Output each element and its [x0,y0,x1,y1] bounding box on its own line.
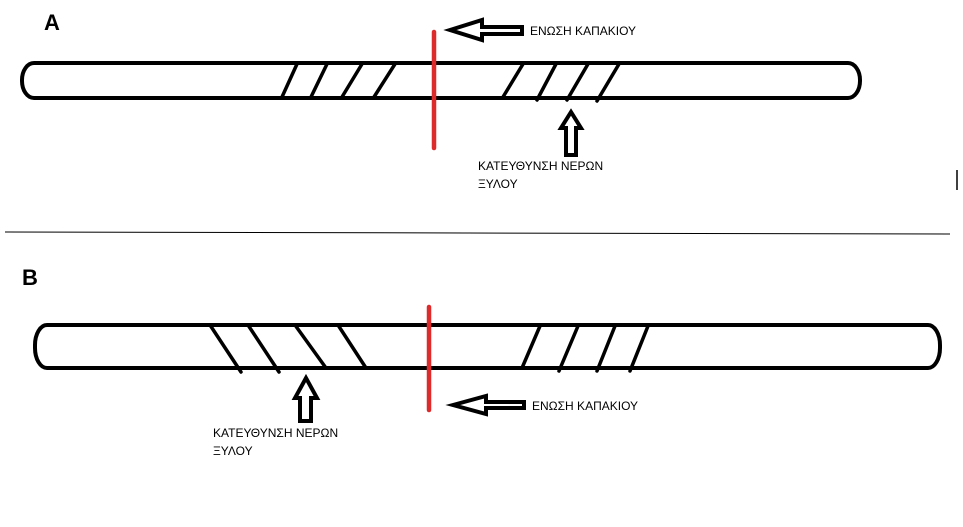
grain-label-a-line2: ΞΥΛΟΥ [478,177,518,191]
grain-label-b-line2: ΞΥΛΟΥ [213,444,253,458]
grain-hatches-a [280,62,621,103]
grain-label-a-line1: ΚΑΤΕΥΘΥΝΣΗ ΝΕΡΩΝ [478,159,603,173]
panel-a-letter: A [44,10,60,35]
panel-b-letter: B [22,265,38,290]
grain-label-b-line1: ΚΑΤΕΥΘΥΝΣΗ ΝΕΡΩΝ [213,426,338,440]
divider [4,231,951,235]
up-arrow-icon [291,373,321,423]
panel-a: A ΕΝΩΣΗ ΚΑΠΑΚΙΟΥ ΚΑΤΕΥΘΥΝΣΗ ΝΕΡΩΝ ΞΥΛΟΥ [20,10,862,191]
panel-b: B ΕΝΩΣΗ ΚΑΠΑΚΙΟΥ ΚΑΤΕΥΘΥΝΣΗ ΝΕΡΩΝ ΞΥΛΟΥ [22,265,942,458]
joint-label-a: ΕΝΩΣΗ ΚΑΠΑΚΙΟΥ [530,24,636,38]
joint-label-b: ΕΝΩΣΗ ΚΑΠΑΚΙΟΥ [532,399,638,413]
board-b [33,323,942,370]
left-arrow-icon [445,393,526,417]
grain-hatches-b [208,323,650,374]
up-arrow-icon [557,108,585,157]
board-a [20,61,862,100]
left-arrow-icon [443,17,524,43]
